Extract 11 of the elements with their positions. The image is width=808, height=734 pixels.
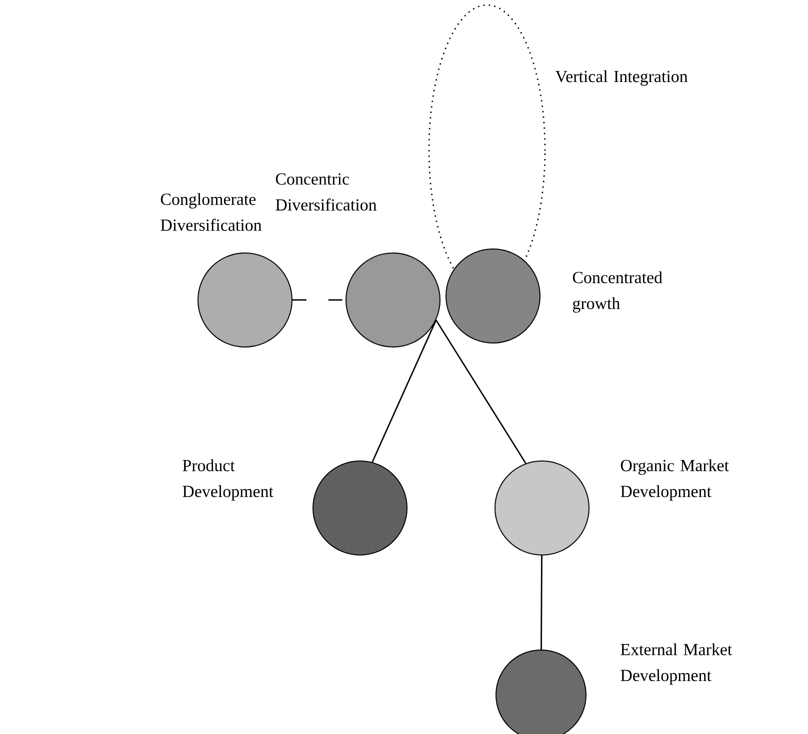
circle-label: Concentric Diversification [276, 173, 377, 211]
connector-line [435, 320, 526, 464]
circle-label: Concentrated growth [572, 271, 662, 313]
circle-label: External Market Development [620, 643, 732, 685]
circle-label: Vertical Integration [555, 70, 688, 86]
circle-label: Product Development [182, 459, 274, 501]
circle-label: Conglomerate Diversification [160, 193, 262, 231]
connector-line [540, 555, 542, 650]
connector-line [292, 299, 346, 301]
circle-label: Organic Market Development [620, 459, 729, 501]
connector-line [372, 320, 437, 462]
